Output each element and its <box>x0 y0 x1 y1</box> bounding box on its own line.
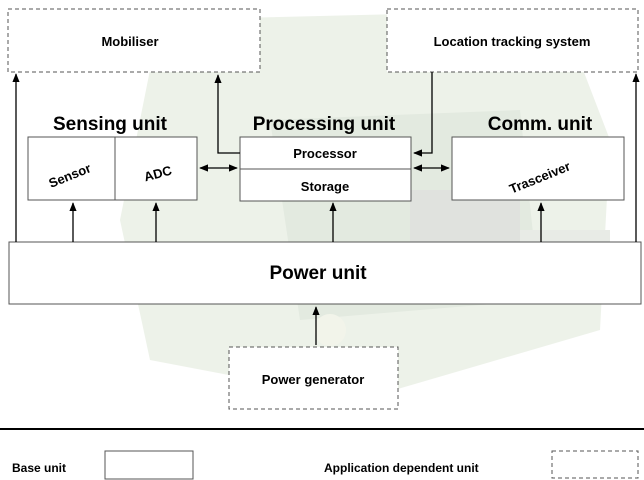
power-unit-label: Power unit <box>269 263 367 284</box>
transceiver-box: Trasceiver <box>451 136 625 201</box>
legend-application-unit-label: Application dependent unit <box>324 461 479 475</box>
legend-background <box>0 425 644 480</box>
mobiliser-label: Mobiliser <box>101 34 158 49</box>
connection-arrows <box>12 72 640 345</box>
sensing-unit-title: Sensing unit <box>53 114 168 135</box>
arrow-location-to-processor <box>413 72 433 157</box>
processor-box: Processor <box>239 136 412 170</box>
legend: Base unit Application dependent unit <box>12 450 639 480</box>
legend-application-unit-swatch <box>551 450 639 479</box>
power-generator-box: Power generator <box>228 346 399 410</box>
legend-base-unit-swatch <box>104 450 194 480</box>
storage-label: Storage <box>301 179 349 194</box>
power-generator-label: Power generator <box>262 372 365 387</box>
adc-box: ADC <box>114 136 198 201</box>
mobiliser-box: Mobiliser <box>7 8 261 73</box>
processor-label: Processor <box>293 146 357 161</box>
location-tracking-label: Location tracking system <box>434 34 591 49</box>
comm-unit-title: Comm. unit <box>488 114 593 135</box>
power-unit-box: Power unit <box>8 241 642 305</box>
sensor-box: Sensor <box>27 136 116 201</box>
arrow-processor-to-mobiliser <box>214 74 240 154</box>
storage-box: Storage <box>239 168 412 202</box>
location-tracking-box: Location tracking system <box>386 8 639 73</box>
legend-base-unit-label: Base unit <box>12 461 66 475</box>
processing-unit-title: Processing unit <box>253 114 396 135</box>
adc-label: ADC <box>142 162 174 184</box>
